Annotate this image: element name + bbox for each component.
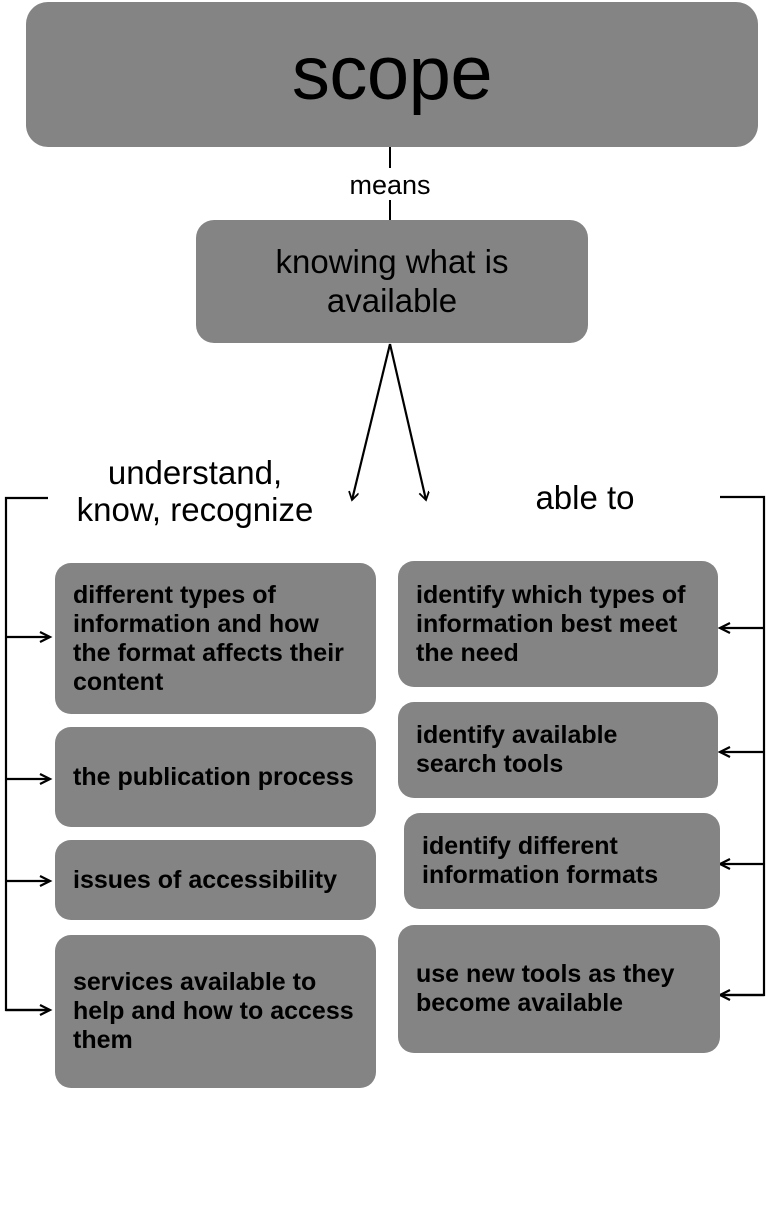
branch-heading-able-to: able to (535, 479, 635, 516)
node-right-item-1-label: identify which types of information best… (416, 580, 686, 667)
node-left-item-3-label: issues of accessibility (73, 865, 338, 894)
node-scope[interactable]: scope (26, 2, 758, 147)
node-definition-label: knowing what is available (275, 243, 509, 319)
node-right-item-4[interactable]: use new tools as they become available (398, 925, 720, 1053)
node-right-item-3[interactable]: identify different information formats (404, 813, 720, 909)
connector-fork-right (388, 343, 426, 500)
node-left-item-1[interactable]: different types of information and how t… (55, 563, 376, 714)
node-right-item-2-label: identify available search tools (416, 721, 618, 778)
node-left-item-4-label: services available to help and how to ac… (73, 968, 354, 1054)
node-right-item-4-label: use new tools as they become available (416, 960, 675, 1017)
relation-label-means: means (349, 170, 431, 200)
node-right-item-1[interactable]: identify which types of information best… (398, 561, 718, 687)
node-left-item-2-label: the publication process (73, 762, 354, 791)
node-right-item-3-label: identify different information formats (422, 832, 659, 889)
node-definition[interactable]: knowing what is available (196, 220, 588, 343)
node-left-item-2[interactable]: the publication process (55, 727, 376, 827)
node-left-item-1-label: different types of information and how t… (73, 580, 344, 696)
node-right-item-2[interactable]: identify available search tools (398, 702, 718, 798)
node-left-item-4[interactable]: services available to help and how to ac… (55, 935, 376, 1088)
node-left-item-3[interactable]: issues of accessibility (55, 840, 376, 920)
connector-fork-left (352, 343, 392, 500)
node-scope-label: scope (291, 31, 493, 117)
branch-heading-understand: understand, know, recognize (76, 454, 314, 528)
connector-right-bracket (720, 495, 766, 997)
connector-left-bracket (4, 496, 48, 1012)
